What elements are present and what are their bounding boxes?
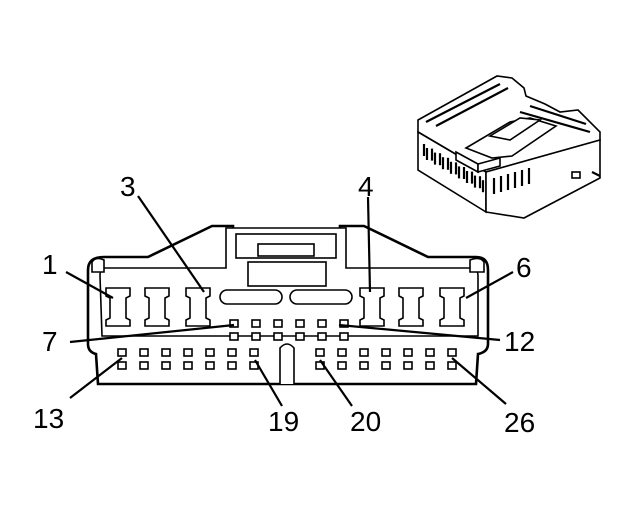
callout-13: 13 (33, 403, 64, 434)
large-terminal-row (105, 287, 465, 327)
small-terminal-18 (227, 348, 237, 357)
large-terminal-3 (185, 287, 211, 327)
small-terminal-16 (183, 348, 193, 357)
callout-20: 20 (350, 406, 381, 437)
small-terminal-lower-12 (339, 332, 349, 341)
small-terminal-lower-21 (337, 361, 347, 370)
small-terminal-lower-8 (251, 332, 261, 341)
latch-window (247, 261, 327, 287)
polarizing-notch (279, 343, 295, 384)
callout-1: 1 (42, 249, 58, 280)
small-terminal-lower-18 (227, 361, 237, 370)
small-terminal-15 (161, 348, 171, 357)
small-terminal-22 (359, 348, 369, 357)
small-terminal-lower-24 (403, 361, 413, 370)
large-terminal-4 (359, 287, 385, 327)
connector-isometric-illustration (417, 75, 601, 219)
small-terminal-25 (425, 348, 435, 357)
small-terminal-lower-9 (273, 332, 283, 341)
small-terminal-24 (403, 348, 413, 357)
small-terminal-lower-15 (161, 361, 171, 370)
small-terminal-10 (295, 319, 305, 328)
small-terminal-lower-22 (359, 361, 369, 370)
small-terminal-9 (273, 319, 283, 328)
lower-terminal-row (117, 348, 457, 370)
large-terminal-6 (439, 287, 465, 327)
small-terminal-19 (249, 348, 259, 357)
small-terminal-lower-13 (117, 361, 127, 370)
large-terminal-2 (144, 287, 170, 327)
small-terminal-lower-7 (229, 332, 239, 341)
small-terminal-lower-16 (183, 361, 193, 370)
middle-terminal-row (229, 319, 349, 341)
callout-6: 6 (516, 252, 532, 283)
small-terminal-21 (337, 348, 347, 357)
small-terminal-26 (447, 348, 457, 357)
small-terminal-23 (381, 348, 391, 357)
small-terminal-lower-26 (447, 361, 457, 370)
key-slot-right (289, 289, 353, 305)
small-terminal-14 (139, 348, 149, 357)
key-slot-left (219, 289, 283, 305)
small-terminal-lower-17 (205, 361, 215, 370)
small-terminal-lower-11 (317, 332, 327, 341)
callout-labels: 1 3 4 6 7 12 13 19 20 26 (33, 171, 535, 438)
small-terminal-lower-23 (381, 361, 391, 370)
small-terminal-20 (315, 348, 325, 357)
callout-19: 19 (268, 406, 299, 437)
small-terminal-17 (205, 348, 215, 357)
callout-26: 26 (504, 407, 535, 438)
small-terminal-8 (251, 319, 261, 328)
callout-7: 7 (42, 326, 58, 357)
connector-face (86, 224, 490, 386)
small-terminal-7 (229, 319, 239, 328)
callout-3: 3 (120, 171, 136, 202)
callout-4: 4 (358, 171, 374, 202)
callout-12: 12 (504, 326, 535, 357)
large-terminal-5 (398, 287, 424, 327)
small-terminal-lower-10 (295, 332, 305, 341)
small-terminal-11 (317, 319, 327, 328)
small-terminal-lower-14 (139, 361, 149, 370)
large-terminal-1 (105, 287, 131, 327)
small-terminal-13 (117, 348, 127, 357)
small-terminal-12 (339, 319, 349, 328)
small-terminal-lower-25 (425, 361, 435, 370)
leader-lines (65, 195, 514, 407)
